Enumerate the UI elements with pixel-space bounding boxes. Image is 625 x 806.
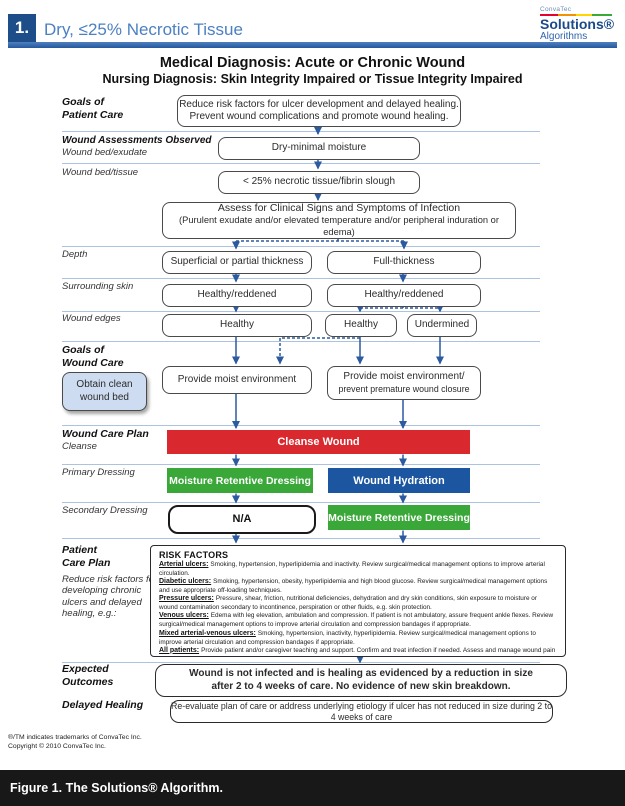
row-label-reduce-risk-factors: Reduce risk factors for developing chron… [62,574,158,620]
section-divider [62,278,540,279]
row-label-wound-assessments: Wound Assessments Observed [62,135,212,146]
wound-edges-healthy-mid-box: Healthy [325,314,397,337]
row-label-goals-of-patient-care: Goals of Patient Care [62,96,124,122]
trademark-note: ®/TM indicates trademarks of ConvaTec In… [8,734,142,741]
row-label-wound-care-plan: Wound Care Plan [62,428,149,440]
section-divider [62,538,540,539]
section-divider [62,163,540,164]
algorithms-logo-text: Algorithms [540,30,588,42]
section-divider [62,502,540,503]
solutions-logo-text: Solutions® [540,16,615,32]
risk-text: Smoking, hypertension, inactivity, hyper… [159,629,536,646]
risk-item-venous: Venous ulcers:Edema with leg elevation, … [159,612,557,629]
medical-diagnosis-title: Medical Diagnosis: Acute or Chronic Woun… [159,55,466,71]
algorithm-title: Dry, ≤25% Necrotic Tissue [44,20,243,39]
risk-factors-box: RISK FACTORS Arterial ulcers:Smoking, hy… [150,545,566,657]
risk-item-pressure: Pressure ulcers:Pressure, shear, frictio… [159,595,557,612]
delayed-healing-box: Re-evaluate plan of care or address unde… [170,700,553,723]
provide-right-line1: Provide moist environment/ [343,371,465,383]
risk-term: Arterial ulcers: [159,561,209,568]
convatec-logo: ConvaTec Solutions® Algorithms [540,6,620,42]
row-label-surrounding-skin: Surrounding skin [62,281,134,292]
row-label-secondary-dressing: Secondary Dressing [62,505,148,516]
risk-term: Pressure ulcers: [159,595,214,603]
depth-superficial-box: Superficial or partial thickness [162,251,312,274]
section-divider [62,425,540,426]
row-label-patient-care-plan: Patient Care Plan [62,544,111,570]
logo-color-strip [540,14,612,16]
assess-infection-box: Assess for Clinical Signs and Symptoms o… [162,202,516,239]
row-label-goals-of-wound-care: Goals of Wound Care [62,344,124,370]
section-divider [62,341,540,342]
risk-item-all-patients: All patients:Provide patient and/or care… [159,646,557,656]
row-label-wound-bed-exudate: Wound bed/exudate [62,147,148,158]
copyright-note: Copyright © 2010 ConvaTec Inc. [8,743,106,750]
risk-factors-heading: RISK FACTORS [159,550,229,560]
risk-text: Edema with leg elevation, ambulation and… [159,612,554,629]
surrounding-skin-left-box: Healthy/reddened [162,284,312,307]
figure-caption: Figure 1. The Solutions® Algorithm. [10,781,223,795]
section-divider [62,662,540,663]
risk-item-arterial: Arterial ulcers:Smoking, hypertension, h… [159,561,557,578]
row-label-primary-dressing: Primary Dressing [62,467,135,478]
primary-dressing-moisture-retentive-box: Moisture Retentive Dressing [167,468,313,493]
row-label-wound-bed-tissue: Wound bed/tissue [62,167,139,178]
figure-caption-bar: Figure 1. The Solutions® Algorithm. [0,770,625,806]
cleanse-wound-box: Cleanse Wound [167,430,470,454]
expected-outcomes-box: Wound is not infected and is healing as … [155,664,567,697]
assess-infection-line1: Assess for Clinical Signs and Symptoms o… [217,202,461,215]
section-divider [62,464,540,465]
header-rule [8,42,617,48]
secondary-dressing-na-box: N/A [168,505,316,534]
risk-item-diabetic: Diabetic ulcers:Smoking, hypertension, o… [159,578,557,595]
wound-edges-undermined-box: Undermined [407,314,477,337]
depth-full-thickness-box: Full-thickness [327,251,481,274]
risk-term: Diabetic ulcers: [159,578,212,586]
row-label-delayed-healing: Delayed Healing [62,699,144,711]
risk-text: Pressure, shear, friction, nutritional d… [159,595,537,612]
risk-text: Smoking, hypertension, hyperlipidemia an… [159,561,545,577]
algorithm-number-badge: 1. [8,14,36,42]
section-divider [62,311,540,312]
risk-term: Mixed arterial-venous ulcers: [159,629,256,637]
row-label-expected-outcomes: Expected Outcomes [62,663,114,689]
section-divider [62,131,540,132]
wound-bed-tissue-box: < 25% necrotic tissue/fibrin slough [218,171,420,194]
provide-moist-environment-box: Provide moist environment [162,366,312,394]
secondary-dressing-moisture-retentive-box: Moisture Retentive Dressing [328,505,470,530]
risk-text: Smoking, hypertension, obesity, hyperlip… [159,578,548,595]
risk-term: All patients: [159,646,200,654]
wound-edges-healthy-left-box: Healthy [162,314,312,337]
wound-bed-exudate-box: Dry-minimal moisture [218,137,420,160]
row-label-depth: Depth [62,249,88,260]
obtain-clean-wound-bed-box: Obtain clean wound bed [62,372,147,411]
convatec-brand-text: ConvaTec [540,6,572,13]
goals-of-patient-care-box: Reduce risk factors for ulcer developmen… [177,95,461,127]
section-divider [62,246,540,247]
primary-dressing-wound-hydration-box: Wound Hydration [328,468,470,493]
provide-right-line2: prevent premature wound closure [338,383,470,394]
nursing-diagnosis-title: Nursing Diagnosis: Skin Integrity Impair… [102,72,523,86]
row-label-wound-edges: Wound edges [62,313,121,324]
row-label-cleanse: Cleanse [62,441,97,452]
risk-text: Provide patient and/or caregiver teachin… [159,646,556,656]
assess-infection-line2: (Purulent exudate and/or elevated temper… [179,215,499,238]
risk-item-mixed: Mixed arterial-venous ulcers:Smoking, hy… [159,630,557,647]
surrounding-skin-right-box: Healthy/reddened [327,284,481,307]
provide-moist-prevent-closure-box: Provide moist environment/ prevent prema… [327,366,481,400]
risk-term: Venous ulcers: [159,612,209,620]
